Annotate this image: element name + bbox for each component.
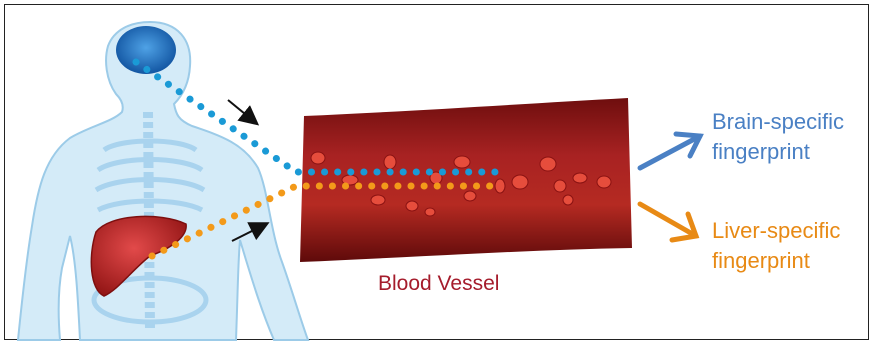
brain-fingerprint-line2: fingerprint (712, 137, 844, 167)
liver-fingerprint-label: Liver-specific fingerprint (712, 216, 840, 276)
brain-fingerprint-line1: Brain-specific (712, 107, 844, 137)
blood-vessel-illustration (300, 98, 632, 262)
human-body-illustration (18, 22, 308, 340)
liver-output-arrow (640, 204, 696, 240)
liver-fingerprint-line2: fingerprint (712, 246, 840, 276)
liver-fingerprint-line1: Liver-specific (712, 216, 840, 246)
output-arrows (640, 134, 700, 240)
blood-vessel-label: Blood Vessel (378, 269, 499, 299)
brain-flow-arrow (228, 100, 256, 123)
brain-fingerprint-label: Brain-specific fingerprint (712, 107, 844, 167)
brain-output-arrow (640, 134, 700, 168)
